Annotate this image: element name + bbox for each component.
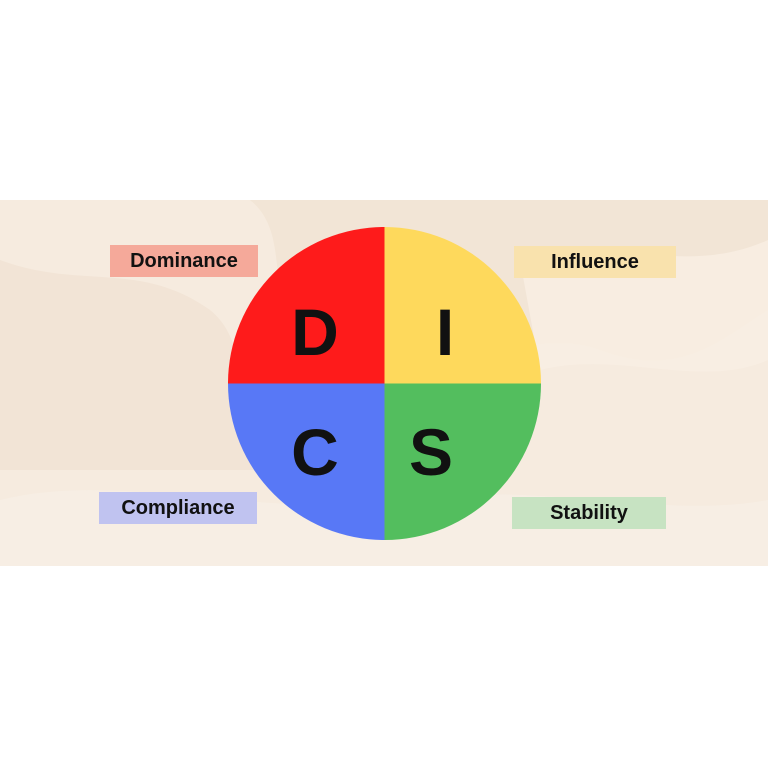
stability-label: Stability xyxy=(512,497,666,529)
dominance-label: Dominance xyxy=(110,245,258,277)
influence-label: Influence xyxy=(514,246,676,278)
dominance-letter: D xyxy=(291,295,339,369)
disc-circle: D I C S xyxy=(228,227,541,540)
disc-banner: Dominance Influence Compliance Stability… xyxy=(0,200,768,566)
stability-letter: S xyxy=(409,415,453,489)
compliance-quadrant xyxy=(228,383,385,540)
influence-letter: I xyxy=(436,295,454,369)
compliance-label: Compliance xyxy=(99,492,257,524)
influence-quadrant xyxy=(384,227,541,384)
compliance-letter: C xyxy=(291,415,339,489)
dominance-quadrant xyxy=(228,227,385,384)
stability-quadrant xyxy=(384,383,541,540)
